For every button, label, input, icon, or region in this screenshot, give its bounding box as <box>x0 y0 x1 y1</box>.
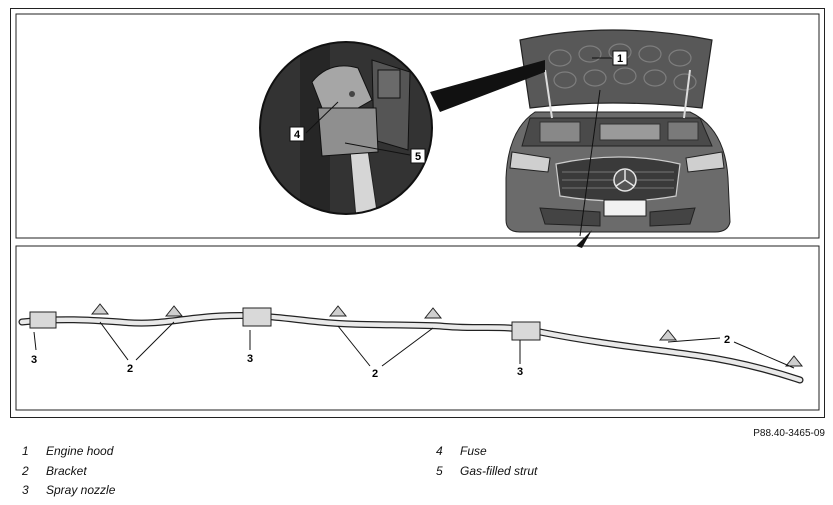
callout-5: 5 <box>410 148 426 164</box>
callout-nozzle-2: 3 <box>247 353 253 365</box>
callout-1-label: 1 <box>617 53 623 65</box>
callout-bracket-2: 2 <box>372 368 378 380</box>
legend-item: 3 Spray nozzle <box>22 483 115 503</box>
legend-item: 5 Gas-filled strut <box>436 464 537 484</box>
callout-bracket-1: 2 <box>127 363 133 375</box>
legend-item: 2 Bracket <box>22 464 115 484</box>
car-front-illustration <box>505 29 731 233</box>
legend-column-left: 1 Engine hood 2 Bracket 3 Spray nozzle <box>22 444 115 503</box>
legend-number: 4 <box>436 444 443 458</box>
callout-1: 1 <box>612 50 628 66</box>
legend-number: 5 <box>436 463 443 478</box>
legend-label: Spray nozzle <box>46 483 116 497</box>
callout-nozzle-1: 3 <box>31 354 37 366</box>
washer-hose-illustration <box>18 303 804 384</box>
strut-detail-zoom <box>259 41 433 215</box>
legend-item: 4 Fuse <box>436 444 537 464</box>
callout-5-label: 5 <box>415 151 421 163</box>
legend-label: Fuse <box>460 444 487 458</box>
legend-item: 1 Engine hood <box>22 444 115 464</box>
legend-label: Gas-filled strut <box>460 463 538 478</box>
callout-4: 4 <box>289 126 305 142</box>
legend-label: Engine hood <box>46 444 114 458</box>
callout-bracket-3: 2 <box>724 334 730 346</box>
legend-number: 2 <box>22 463 29 478</box>
callout-4-label: 4 <box>294 129 301 141</box>
hose-callouts: 3 2 3 2 3 2 <box>31 334 730 380</box>
legend-column-right: 4 Fuse 5 Gas-filled strut <box>436 444 537 483</box>
figure-id: P88.40-3465-09 <box>753 428 825 439</box>
legend-number: 3 <box>22 483 29 497</box>
legend-label: Bracket <box>46 463 87 478</box>
legend-number: 1 <box>22 444 29 458</box>
callout-nozzle-3: 3 <box>517 366 523 378</box>
